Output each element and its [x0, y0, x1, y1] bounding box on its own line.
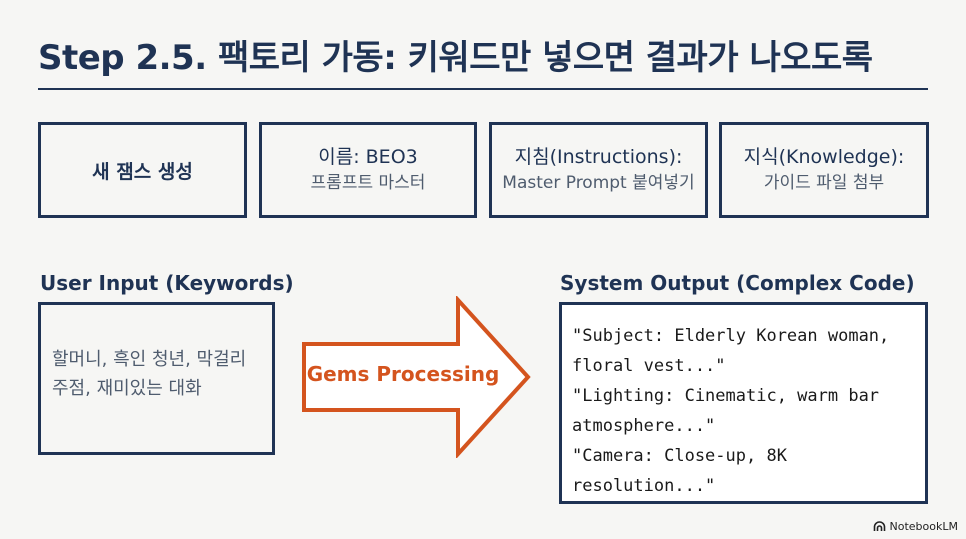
- step-label: 이름: BEO3: [318, 146, 418, 168]
- step-box-instructions: 지침(Instructions): Master Prompt 붙여넣기: [489, 122, 708, 218]
- output-code-line: resolution...": [572, 476, 716, 496]
- input-box: 할머니, 흑인 청년, 막걸리 주점, 재미있는 대화: [38, 302, 275, 455]
- step-box-create-gem: 새 잼스 생성: [38, 122, 247, 218]
- arrow-label: Gems Processing: [306, 362, 500, 386]
- processing-arrow-icon: [302, 296, 531, 458]
- page-title: Step 2.5. 팩토리 가동: 키워드만 넣으면 결과가 나오도록: [38, 38, 873, 78]
- input-keyword-line: 할머니, 흑인 청년, 막걸리: [52, 349, 247, 370]
- output-heading: System Output (Complex Code): [560, 271, 915, 295]
- step-box-name: 이름: BEO3 프롬프트 마스터: [259, 122, 477, 218]
- step-detail: 프롬프트 마스터: [310, 173, 426, 193]
- step-label: 새 잼스 생성: [92, 160, 193, 183]
- output-code-line: floral vest...": [572, 356, 726, 376]
- notebooklm-icon: [873, 521, 885, 531]
- output-code-line: atmosphere...": [572, 416, 716, 436]
- input-heading: User Input (Keywords): [40, 271, 294, 295]
- notebooklm-logo: NotebookLM: [873, 520, 958, 533]
- output-code-line: "Subject: Elderly Korean woman,: [572, 326, 890, 346]
- step-detail: 가이드 파일 첨부: [763, 173, 885, 193]
- logo-text: NotebookLM: [889, 520, 958, 533]
- input-keyword-line: 주점, 재미있는 대화: [52, 378, 202, 399]
- output-code-line: "Camera: Close-up, 8K: [572, 446, 787, 466]
- title-divider: [38, 88, 928, 90]
- step-detail: Master Prompt 붙여넣기: [502, 173, 695, 193]
- step-label: 지침(Instructions):: [514, 146, 683, 168]
- step-box-knowledge: 지식(Knowledge): 가이드 파일 첨부: [719, 122, 929, 218]
- step-label: 지식(Knowledge):: [743, 146, 905, 168]
- output-code-line: "Lighting: Cinematic, warm bar: [572, 386, 880, 406]
- output-code-box: "Subject: Elderly Korean woman, floral v…: [559, 302, 928, 504]
